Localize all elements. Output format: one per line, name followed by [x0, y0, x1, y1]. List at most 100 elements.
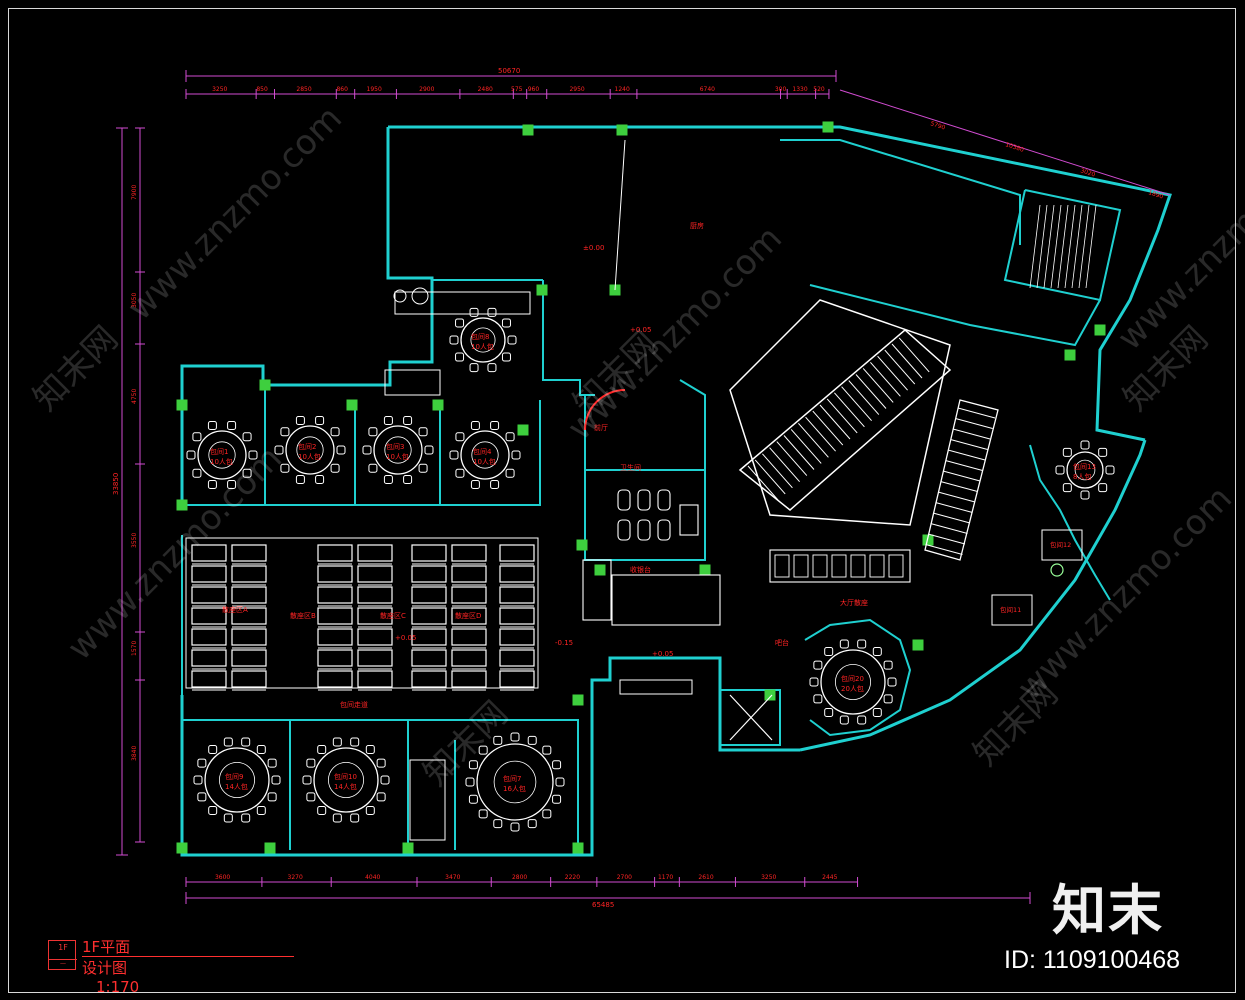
chair	[280, 427, 290, 437]
stair-tread	[937, 491, 976, 503]
door-swing	[584, 389, 626, 431]
booth-table	[411, 670, 447, 688]
column-marker	[572, 694, 584, 706]
chair	[552, 794, 562, 804]
room-name: 包间2	[298, 442, 316, 451]
plan-label: 大厅散座	[840, 598, 868, 607]
bar-counter	[769, 549, 911, 583]
booth-table	[451, 565, 487, 583]
outer-wall-west-upper	[180, 127, 434, 505]
dim-label: 3050	[131, 293, 138, 308]
wall-rooms-north	[182, 719, 579, 850]
booth-table	[451, 628, 487, 646]
chair	[478, 745, 488, 755]
escalator-step	[769, 447, 800, 483]
chair	[527, 819, 537, 829]
chair	[315, 474, 325, 484]
chair	[555, 777, 565, 787]
chair	[507, 335, 517, 345]
plant-pot	[393, 289, 407, 303]
chair	[469, 307, 479, 317]
plan-label: 散座区B	[290, 611, 316, 620]
booth-table	[357, 607, 393, 625]
chair	[493, 735, 503, 745]
booth-table	[499, 670, 535, 688]
outer-wall-north	[388, 125, 1172, 442]
chair	[501, 352, 511, 362]
level-tag-text: 1F	[58, 943, 68, 952]
plan-label: -0.15	[555, 639, 573, 647]
chair	[510, 822, 520, 832]
booth-table	[191, 607, 227, 625]
table-top	[1066, 451, 1104, 489]
booth-table	[357, 544, 393, 562]
booth-column	[451, 544, 487, 691]
stair-tread	[945, 460, 983, 471]
escalator-step	[747, 465, 779, 501]
room-seats: 10人包	[386, 452, 409, 461]
dim-label: 3250	[212, 86, 227, 93]
chair	[1055, 465, 1065, 475]
plan-label: 包间走道	[340, 700, 368, 709]
chair	[839, 715, 849, 725]
booth-table	[231, 649, 267, 667]
chair	[418, 427, 428, 437]
booth-table	[231, 586, 267, 604]
toilet	[657, 489, 671, 511]
table-top	[197, 430, 247, 480]
chair	[330, 427, 340, 437]
sideboard	[394, 291, 531, 315]
dim-label: 1330	[792, 86, 807, 93]
chair	[1098, 483, 1108, 493]
chair	[317, 745, 327, 755]
plan-label: 卫生间	[620, 463, 641, 472]
chair	[330, 463, 340, 473]
lazy-susan	[208, 441, 236, 469]
booth-table	[357, 649, 393, 667]
booth-table	[411, 586, 447, 604]
booth-table	[317, 628, 353, 646]
chair	[418, 463, 428, 473]
dim-label: 1170	[658, 874, 673, 881]
chair	[207, 421, 217, 431]
dim-label: 2220	[565, 874, 580, 881]
chair	[350, 737, 360, 747]
room-name: 包间10	[334, 772, 357, 781]
lazy-susan	[493, 760, 537, 804]
dim-label: 4750	[131, 389, 138, 404]
dim-label: 4040	[365, 874, 380, 881]
chair	[315, 416, 325, 426]
dim-label: 300	[775, 86, 787, 93]
stair-core-tread	[1057, 204, 1069, 289]
chair	[350, 813, 360, 823]
table-top	[460, 317, 506, 363]
column-marker	[912, 639, 924, 651]
booth-table	[357, 586, 393, 604]
plan-title-text: 1F平面设计图	[82, 938, 131, 977]
column-marker	[259, 379, 271, 391]
chair	[883, 694, 893, 704]
toilet	[657, 519, 671, 541]
booth-table	[191, 628, 227, 646]
column-marker	[764, 689, 776, 701]
lazy-susan	[384, 436, 412, 464]
bar-seat	[888, 554, 904, 578]
chair	[274, 445, 284, 455]
booth-table	[357, 628, 393, 646]
brand-logo: 知末	[1052, 878, 1164, 942]
chair	[487, 307, 497, 317]
booth-table	[499, 565, 535, 583]
escalator-step	[870, 361, 901, 397]
dim-diagonal	[839, 89, 1171, 196]
booth-table	[231, 670, 267, 688]
chair	[197, 792, 207, 802]
chair	[267, 792, 277, 802]
dim-diagonal-label: 5790	[929, 120, 946, 131]
room-seats: 10人包	[473, 457, 496, 466]
booth-table	[499, 649, 535, 667]
chair	[478, 809, 488, 819]
